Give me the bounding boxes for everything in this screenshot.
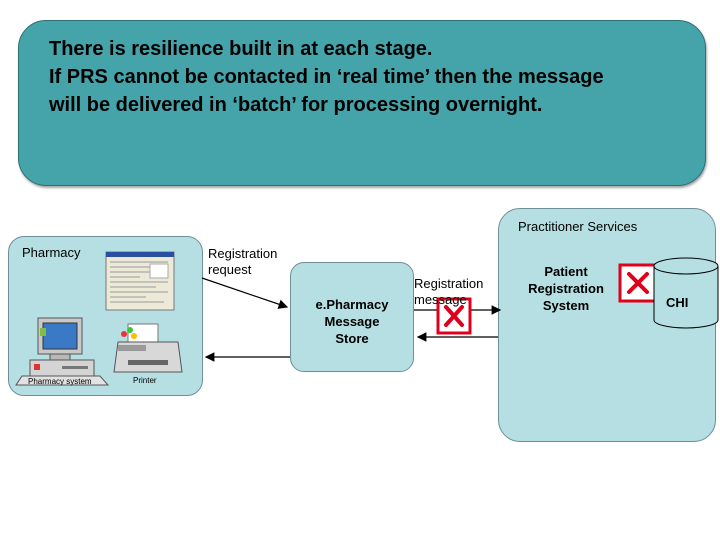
chi-database-icon <box>653 257 719 329</box>
pharmacy-computer-icon <box>15 317 110 386</box>
epharmacy-store-panel <box>290 262 414 372</box>
pharmacy-system-label: Pharmacy system <box>28 377 92 386</box>
chi-label: CHI <box>666 295 689 310</box>
practitioner-services-title: Practitioner Services <box>518 219 638 234</box>
practitioner-services-panel <box>498 208 716 442</box>
callout-line-2: If PRS cannot be contacted in ‘real time… <box>49 66 604 88</box>
printer-icon <box>113 323 183 373</box>
registration-message-label-line1: Registration <box>414 276 484 291</box>
epharmacy-store-label-line2: Message <box>324 314 380 329</box>
registration-request-arrow <box>201 277 289 309</box>
registration-request-label-line1: Registration <box>208 246 278 261</box>
pharmacy-screenshot-thumbnail <box>105 251 175 311</box>
epharmacy-store-label-line3: Store <box>335 331 369 346</box>
error-x-icon <box>436 297 472 335</box>
callout-line-3: will be delivered in ‘batch’ for process… <box>49 94 543 116</box>
pharmacy-title: Pharmacy <box>22 245 81 260</box>
prs-label-line1: Patient <box>544 264 588 279</box>
prs-label-line3: System <box>542 298 590 313</box>
error-x-icon <box>618 263 658 303</box>
registration-message-label-line2: message <box>414 292 467 307</box>
prs-label-line2: Registration <box>528 281 604 296</box>
epharmacy-store-label-line1: e.Pharmacy <box>315 297 389 312</box>
callout-line-1: There is resilience built in at each sta… <box>49 38 433 60</box>
resilience-callout: There is resilience built in at each sta… <box>18 20 706 186</box>
printer-label: Printer <box>133 376 157 385</box>
registration-request-label-line2: request <box>208 262 252 277</box>
